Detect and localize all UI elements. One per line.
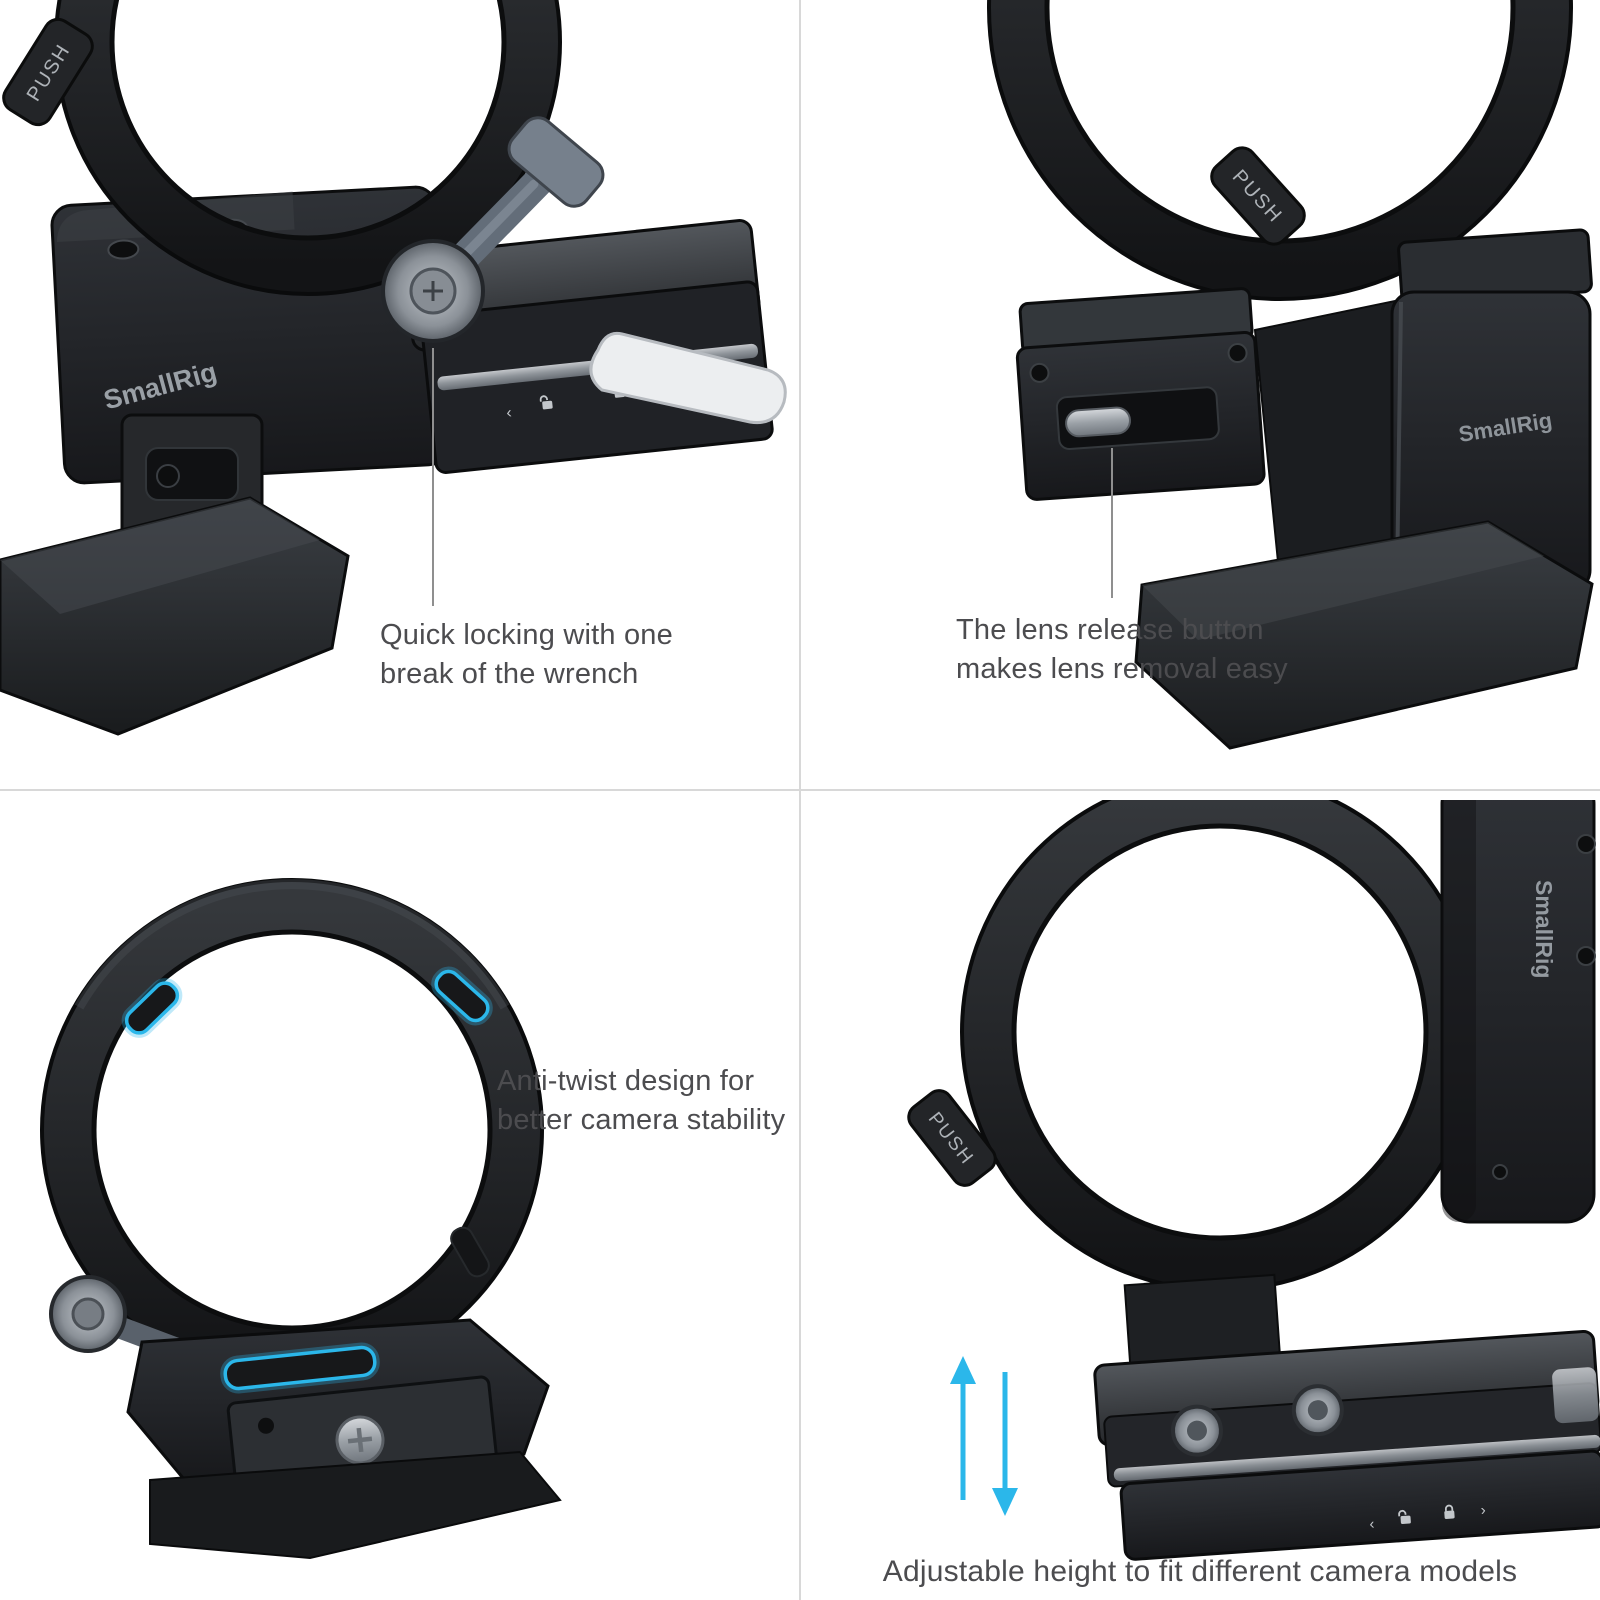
- screw-hole: [1492, 1164, 1508, 1180]
- screw-hole: [1227, 343, 1248, 364]
- anti-twist-pad-plain: [450, 1226, 490, 1278]
- screw-hole: [1029, 362, 1050, 383]
- panel-quick-locking: SmallRig PUSH: [0, 0, 800, 800]
- panel-anti-twist: Anti-twist design for better camera stab…: [0, 800, 800, 1600]
- screw-hole: [1576, 834, 1596, 854]
- plate-markings: ‹ ›: [1369, 1502, 1486, 1533]
- anti-twist-bar: [220, 1342, 380, 1394]
- screw-hole: [1576, 946, 1596, 966]
- panel-adjustable-height: SmallRig PUSH ‹: [800, 800, 1600, 1600]
- chevron-right-icon: ›: [1480, 1502, 1486, 1519]
- lever-tip: [1552, 1367, 1599, 1424]
- mount-column: SmallRig: [1440, 800, 1596, 1224]
- screw-hole: [107, 239, 140, 260]
- photo-lens-release: PUSH SmallRig: [987, 0, 1594, 750]
- photo-anti-twist: [40, 878, 562, 1560]
- screw-cross: [347, 1427, 373, 1453]
- base-plate: [1134, 520, 1594, 750]
- locking-knob: [381, 239, 485, 343]
- brand-logo: SmallRig: [1531, 880, 1557, 978]
- rotating-ring: [960, 800, 1480, 1292]
- bolt: [156, 464, 180, 488]
- anti-twist-pad: [121, 978, 183, 1038]
- screw-cross: [423, 281, 443, 301]
- caption-quick-locking: Quick locking with one break of the wren…: [380, 619, 673, 690]
- caption-anti-twist: Anti-twist design for better camera stab…: [497, 1065, 786, 1136]
- anti-twist-pad: [431, 966, 493, 1026]
- lens-mount-plate: [1015, 287, 1266, 501]
- chevron-left-icon: ‹: [1369, 1516, 1375, 1533]
- push-button: PUSH: [2, 17, 94, 127]
- release-lever: [589, 331, 787, 425]
- screw-hole: [257, 1417, 274, 1434]
- photo-adjustable-height: SmallRig PUSH ‹: [907, 800, 1600, 1561]
- vertical-divider: [799, 0, 801, 1600]
- horizontal-divider: [0, 789, 1600, 791]
- chevron-left-icon: ‹: [506, 404, 513, 421]
- lens-release-button: [1065, 406, 1131, 438]
- mount-body: SmallRig: [1390, 228, 1593, 594]
- caption-lens-release: The lens release button makes lens remov…: [956, 614, 1288, 685]
- base-assembly: ‹ ›: [1093, 1273, 1600, 1561]
- dovetail-rail: [1113, 1434, 1600, 1482]
- caption-adjustable-height: Adjustable height to fit different camer…: [882, 1555, 1518, 1588]
- panel-lens-release: PUSH SmallRig: [800, 0, 1600, 800]
- height-arrows-icon: [950, 1356, 1018, 1516]
- base-plate: [0, 413, 350, 736]
- photo-quick-locking: SmallRig PUSH: [0, 0, 787, 736]
